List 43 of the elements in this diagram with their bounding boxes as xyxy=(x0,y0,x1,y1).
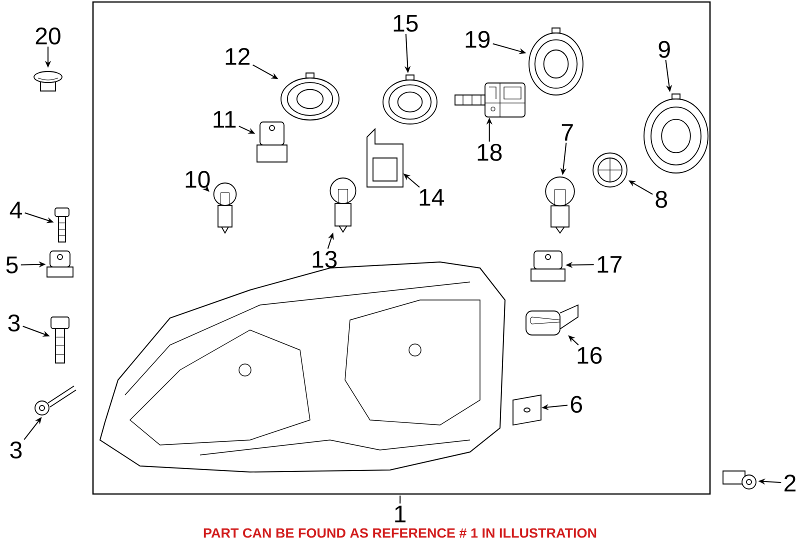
bolt-drawing xyxy=(34,386,76,416)
socket-drawing xyxy=(256,122,288,162)
frame-box xyxy=(92,1,711,495)
callout-number: 1 xyxy=(395,506,406,522)
screw-drawing xyxy=(54,208,70,242)
callout-number: 6 xyxy=(570,396,582,413)
clip-nut-drawing xyxy=(530,250,566,282)
bulb-drawing xyxy=(213,182,237,234)
callout-number: 10 xyxy=(186,170,210,188)
callout-number: 16 xyxy=(578,346,602,364)
leader-line xyxy=(400,495,401,504)
callout-number: 2 xyxy=(784,474,796,492)
callout-number: 19 xyxy=(466,30,490,48)
callout-number: 18 xyxy=(478,144,502,161)
seal-ring-drawing xyxy=(644,94,708,174)
caption: PART CAN BE FOUND AS REFERENCE # 1 IN ILLUSTRATION xyxy=(204,528,596,538)
connector-drawing xyxy=(454,82,526,118)
cap-drawing xyxy=(34,71,62,92)
seal-ring-drawing xyxy=(528,28,584,96)
callout-number: 8 xyxy=(656,190,667,208)
holder-drawing xyxy=(366,128,404,188)
callout-number: 13 xyxy=(312,250,337,268)
callout-number: 20 xyxy=(36,28,60,44)
callout-number: 12 xyxy=(226,48,250,65)
seal-ring-drawing xyxy=(382,74,438,124)
seal-ring-drawing xyxy=(280,72,340,120)
callout-number: 4 xyxy=(10,202,22,218)
bolt-drawing xyxy=(50,316,70,364)
callout-number: 9 xyxy=(658,40,670,58)
callout-number: 11 xyxy=(214,111,236,128)
callout-number: 3 xyxy=(10,442,22,458)
callout-number: 14 xyxy=(420,189,444,206)
bulb-drawing xyxy=(545,176,575,234)
clip-nut-drawing xyxy=(46,250,74,278)
callout-number: 17 xyxy=(598,256,622,273)
callout-number: 5 xyxy=(6,256,18,274)
bulb-drawing xyxy=(330,178,356,233)
socket-drawing xyxy=(592,152,628,188)
bulb-drawing xyxy=(526,304,578,336)
bolt-drawing xyxy=(722,470,756,490)
callout-number: 15 xyxy=(394,14,418,32)
callout-number: 3 xyxy=(8,314,20,332)
callout-number: 7 xyxy=(562,124,573,141)
